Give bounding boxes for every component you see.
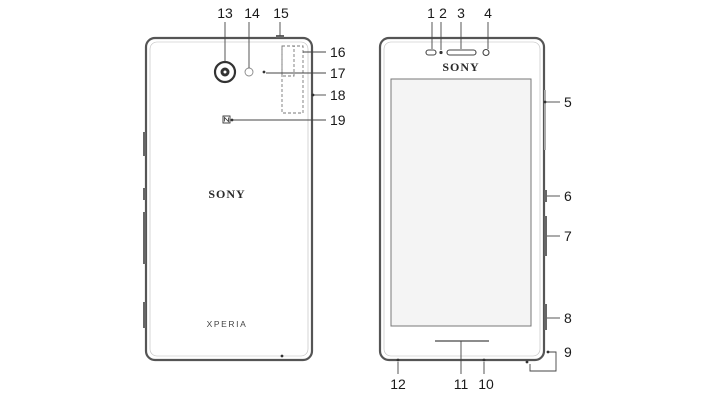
front-camera-icon <box>482 48 490 57</box>
callout-10: 10 <box>478 376 494 392</box>
proximity-sensor <box>425 49 437 56</box>
back-side-button-middle <box>143 188 146 200</box>
callout-6: 6 <box>564 188 572 204</box>
phone-front-view: SONY 1 2 3 4 5 6 7 8 9 10 11 <box>378 5 572 392</box>
ear-speaker <box>446 49 477 56</box>
callout-7: 7 <box>564 228 572 244</box>
callout-4: 4 <box>484 5 492 21</box>
callout-1: 1 <box>427 5 435 21</box>
power-key <box>544 190 547 202</box>
main-microphone <box>482 358 486 362</box>
callout-14: 14 <box>244 5 260 21</box>
callout-2: 2 <box>439 5 447 21</box>
phone-back-view: SONY XPERIA 13 14 15 16 17 18 19 <box>143 5 346 362</box>
front-body-inner-edge <box>383 41 541 357</box>
callout-19: 19 <box>330 112 346 128</box>
callout-13: 13 <box>217 5 233 21</box>
flash-icon <box>244 67 254 77</box>
headset-jack <box>276 35 284 38</box>
callout-3: 3 <box>457 5 465 21</box>
strap-hole-front <box>525 360 529 364</box>
back-model-logo: XPERIA <box>207 319 248 329</box>
callout-11: 11 <box>454 376 469 392</box>
camera-key <box>544 304 547 330</box>
callout-16: 16 <box>330 44 346 60</box>
back-body-inner-edge <box>149 41 309 357</box>
volume-key <box>544 216 547 256</box>
notification-light <box>439 50 443 55</box>
nfc-icon <box>222 115 231 124</box>
callout-12: 12 <box>390 376 406 392</box>
callout-8: 8 <box>564 310 572 326</box>
callout-5: 5 <box>564 94 572 110</box>
callout-18: 18 <box>330 87 346 103</box>
callout-17: 17 <box>330 65 346 81</box>
callout-15: 15 <box>273 5 289 21</box>
front-brand-logo: SONY <box>442 60 479 74</box>
callout-9: 9 <box>564 344 572 360</box>
back-side-button-bottom <box>143 302 146 328</box>
strap-hole <box>280 354 284 358</box>
back-side-button-lower <box>143 212 146 264</box>
second-mic <box>262 70 266 74</box>
back-side-button-upper <box>143 132 146 156</box>
touchscreen <box>390 78 532 327</box>
sim-slot-cover <box>544 90 546 150</box>
charger-port <box>396 358 400 362</box>
back-brand-logo: SONY <box>208 187 245 201</box>
